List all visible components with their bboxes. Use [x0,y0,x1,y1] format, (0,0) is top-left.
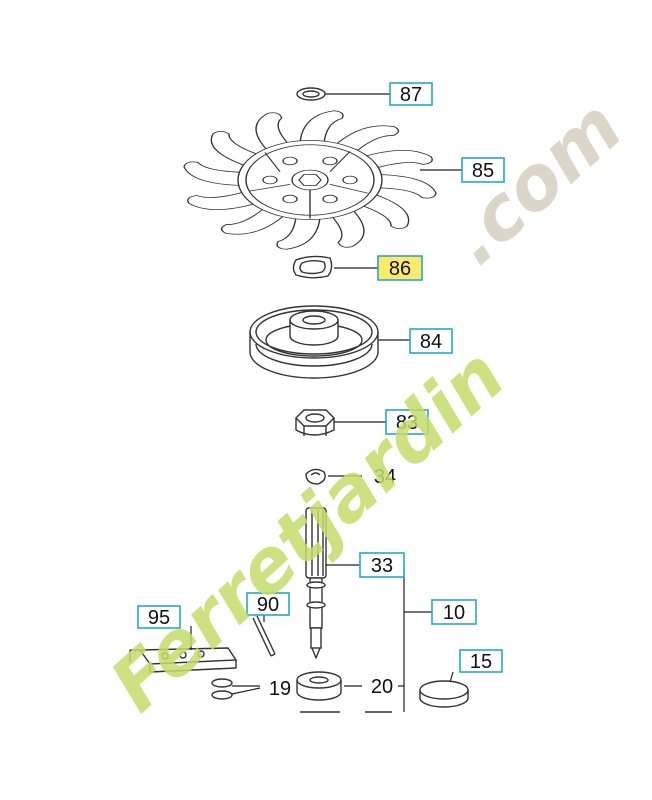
part-85-fan [183,110,437,250]
fan-blade [210,130,261,168]
callout-box-95 [137,605,181,629]
fan-hole [282,156,298,166]
callout-box-87 [389,82,433,106]
part-95-bracket [129,647,238,673]
part-90-pin [252,615,276,657]
part-15-cap [419,680,469,708]
part-33-shaft [305,507,327,659]
fan-blade [255,112,291,152]
part-87-clip [296,87,326,101]
fan-blade [359,192,410,230]
fan-blade [361,149,433,170]
fan-hole [342,175,358,185]
fan-blade [187,190,259,211]
fan-blade [329,208,365,248]
callout-box-15 [459,649,503,673]
watermark-text-ferretjardin: Ferretjardin [94,332,520,728]
callout-label-33: 33 [371,555,393,577]
fan-hole [282,194,298,204]
callout-label-15: 15 [470,651,492,673]
callout-label-20: 20 [371,676,393,698]
fan-blade [333,125,400,153]
fan-blade [276,215,321,250]
leader-lines [190,93,462,712]
fan-hole [322,194,338,204]
callout-label-10: 10 [443,602,465,624]
fan-hole [322,156,338,166]
part-83-nut [295,409,335,436]
callout-label-34: 34 [374,466,396,488]
callout-label-87: 87 [400,84,422,106]
fan-hole [262,175,278,185]
callout-box-33 [359,552,405,578]
callout-label-84: 84 [420,331,442,353]
callout-box-84 [409,328,453,354]
fan-blade [220,207,287,235]
callout-box-90 [246,592,290,616]
callout-box-10 [431,599,477,625]
fan-blade [375,174,437,199]
callout-label-85: 85 [472,160,494,182]
part-86-gasket [292,255,333,279]
callout-label-83: 83 [396,412,418,434]
callout-label-90: 90 [257,594,279,616]
part-20-bushing [296,671,342,701]
fan-blade [299,110,344,145]
part-34-clip [305,468,326,485]
callout-label-95: 95 [148,607,170,629]
part-84-pulley [249,305,379,379]
callout-box-86 [377,255,423,281]
callout-box-83 [385,409,429,435]
part-19-washers [211,678,233,700]
callout-label-86: 86 [389,258,411,280]
fan-blade [183,161,245,186]
callout-label-19: 19 [269,678,291,700]
callout-labels: 87 85 86 84 83 34 33 10 95 90 15 19 20 [137,82,505,700]
callout-box-85 [461,157,505,183]
